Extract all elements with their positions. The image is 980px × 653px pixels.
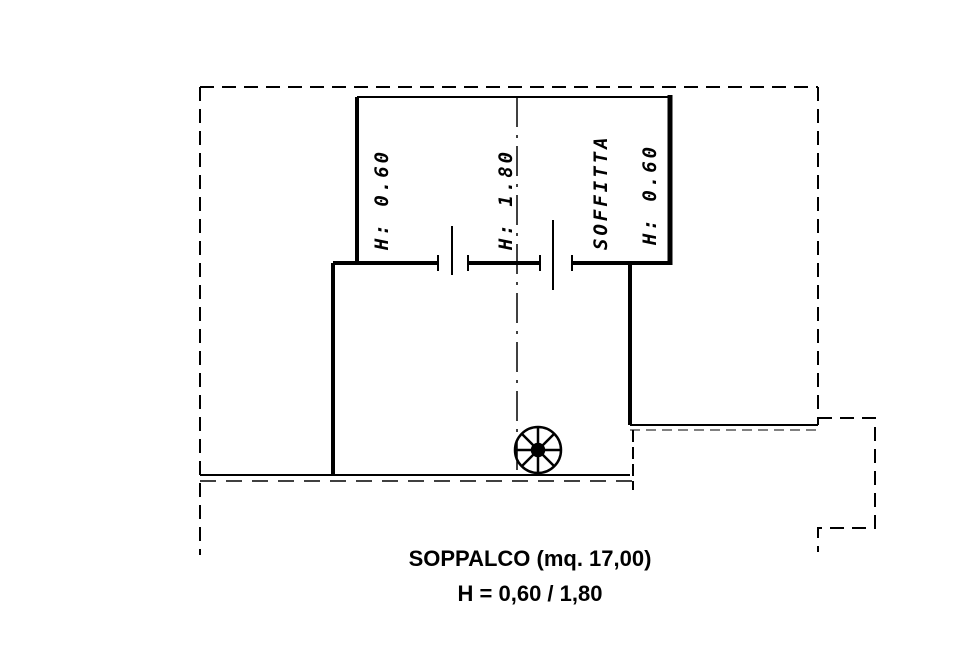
caption-height: H = 0,60 / 1,80 <box>457 581 603 606</box>
lower-room-walls <box>200 263 818 490</box>
room-name-label: SOFFITTA <box>590 134 612 250</box>
caption-title: SOPPALCO (mq. 17,00) <box>408 546 652 571</box>
upper-room-walls <box>333 95 673 290</box>
left-height-label: H: 0.60 <box>371 149 393 251</box>
spiral-staircase-icon <box>513 425 563 475</box>
outer-perimeter <box>199 86 876 555</box>
right-height-label: H: 0.60 <box>639 144 661 246</box>
center-height-label: H: 1.80 <box>495 149 517 251</box>
